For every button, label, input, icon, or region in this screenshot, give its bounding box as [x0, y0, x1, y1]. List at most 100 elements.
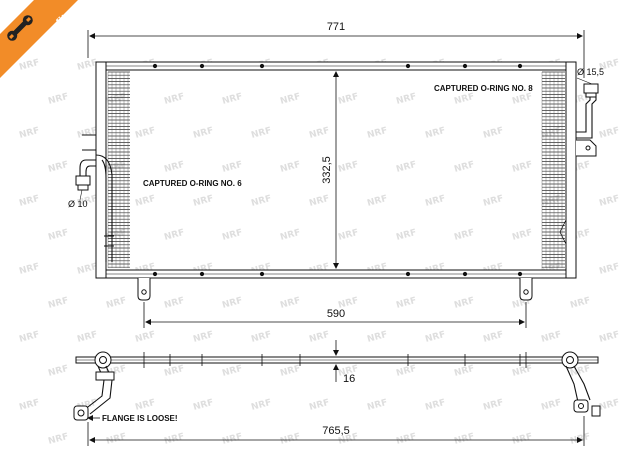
note-flange-loose: FLANGE IS LOOSE!	[102, 414, 178, 423]
dim-core-height-label: 332,5	[321, 156, 333, 184]
watermark-text: NRF	[395, 228, 418, 243]
watermark-text: NRF	[18, 262, 41, 277]
watermark-text: NRF	[47, 364, 70, 379]
watermark-text: NRF	[366, 126, 389, 141]
watermark-text: NRF	[18, 58, 41, 73]
watermark-text: NRF	[598, 398, 621, 413]
watermark-text: NRF	[76, 330, 99, 345]
watermark-text: NRF	[279, 364, 302, 379]
watermark-text: NRF	[18, 398, 41, 413]
fin-pattern-left	[107, 71, 130, 268]
watermark-text: NRF	[221, 92, 244, 107]
watermark-text: NRF	[511, 160, 534, 175]
watermark-text: NRF	[453, 432, 476, 447]
watermark-text: NRF	[424, 330, 447, 345]
watermark-text: NRF	[192, 330, 215, 345]
watermark-text: NRF	[163, 296, 186, 311]
watermark-text: NRF	[134, 330, 157, 345]
dim-depth-label: 16	[343, 373, 355, 385]
watermark-text: NRF	[337, 160, 360, 175]
watermark-text: NRF	[163, 160, 186, 175]
watermark-text: NRF	[569, 296, 592, 311]
dim-side-width-label: 765,5	[322, 425, 350, 437]
watermark-text: NRF	[453, 160, 476, 175]
watermark-text: NRF	[424, 126, 447, 141]
watermark-text: NRF	[511, 228, 534, 243]
watermark-text: NRF	[105, 296, 128, 311]
watermark-text: NRF	[308, 194, 331, 209]
watermark-text: NRF	[76, 58, 99, 73]
watermark-text: NRF	[424, 194, 447, 209]
watermark-text: NRF	[395, 296, 418, 311]
watermark-text: NRF	[279, 432, 302, 447]
watermark-text: NRF	[18, 194, 41, 209]
watermark-text: NRF	[279, 228, 302, 243]
dim-mount-spacing-label: 590	[327, 308, 345, 320]
watermark-text: NRF	[221, 432, 244, 447]
watermark-text: NRF	[395, 432, 418, 447]
watermark-text: NRF	[482, 194, 505, 209]
watermark-text: NRF	[511, 92, 534, 107]
watermark-text: NRF	[221, 364, 244, 379]
watermark-text: NRF	[482, 398, 505, 413]
watermark-text: NRF	[47, 296, 70, 311]
watermark-text: NRF	[598, 330, 621, 345]
watermark-text: NRF	[308, 398, 331, 413]
watermark-text: NRF	[105, 432, 128, 447]
watermark-text: NRF	[279, 160, 302, 175]
watermark-text: NRF	[18, 330, 41, 345]
watermark-text: NRF	[598, 262, 621, 277]
watermark-text: NRF	[453, 296, 476, 311]
note-left-oring: CAPTURED O-RING NO. 6	[143, 179, 242, 188]
watermark-text: NRF	[453, 228, 476, 243]
wrench-icon	[7, 15, 33, 41]
dim-outlet-diameter: Ø 15,5	[577, 67, 604, 77]
watermark-text: NRF	[279, 296, 302, 311]
watermark-text: NRF	[598, 194, 621, 209]
watermark-text: NRF	[250, 126, 273, 141]
dimension-overall-width	[87, 30, 585, 78]
condenser-side-view	[73, 351, 601, 421]
watermark-text: NRF	[250, 398, 273, 413]
watermark-pattern: NRF NRF NRF NRF NRF NRF NRF NRF NRF NRF NRF NRF NRF N…	[18, 58, 621, 447]
watermark-text: NRF	[47, 432, 70, 447]
watermark-text: NRF	[279, 92, 302, 107]
watermark-text: NRF	[598, 126, 621, 141]
watermark-text: NRF	[192, 398, 215, 413]
watermark-text: NRF	[395, 364, 418, 379]
dimension-side-width	[87, 416, 585, 446]
watermark-text: NRF	[308, 330, 331, 345]
watermark-text: NRF	[395, 92, 418, 107]
watermark-text: NRF	[540, 330, 563, 345]
watermark-text: NRF	[569, 432, 592, 447]
watermark-text: NRF	[47, 160, 70, 175]
watermark-text: NRF	[366, 330, 389, 345]
watermark-text: NRF	[250, 330, 273, 345]
watermark-text: NRF	[540, 398, 563, 413]
watermark-text: NRF	[163, 364, 186, 379]
dim-inlet-diameter: Ø 10	[68, 199, 88, 209]
watermark-text: NRF	[134, 398, 157, 413]
watermark-text: NRF	[395, 160, 418, 175]
watermark-text: NRF	[511, 432, 534, 447]
watermark-text: NRF	[337, 228, 360, 243]
watermark-text: NRF	[192, 194, 215, 209]
watermark-text: NRF	[482, 330, 505, 345]
watermark-text: NRF	[221, 228, 244, 243]
watermark-text: NRF	[221, 296, 244, 311]
watermark-text: NRF	[134, 194, 157, 209]
watermark-text: NRF	[366, 398, 389, 413]
watermark-text: NRF	[18, 126, 41, 141]
watermark-text: NRF	[511, 364, 534, 379]
condenser-front-view	[75, 61, 599, 301]
watermark-text: NRF	[163, 432, 186, 447]
watermark-text: NRF	[366, 194, 389, 209]
dimension-mount-spacing	[143, 302, 527, 328]
watermark-text: NRF	[163, 92, 186, 107]
dim-overall-width-label: 771	[327, 21, 345, 33]
watermark-text: NRF	[337, 92, 360, 107]
watermark-text: NRF	[308, 126, 331, 141]
watermark-text: NRF	[453, 364, 476, 379]
watermark-text: NRF	[163, 228, 186, 243]
